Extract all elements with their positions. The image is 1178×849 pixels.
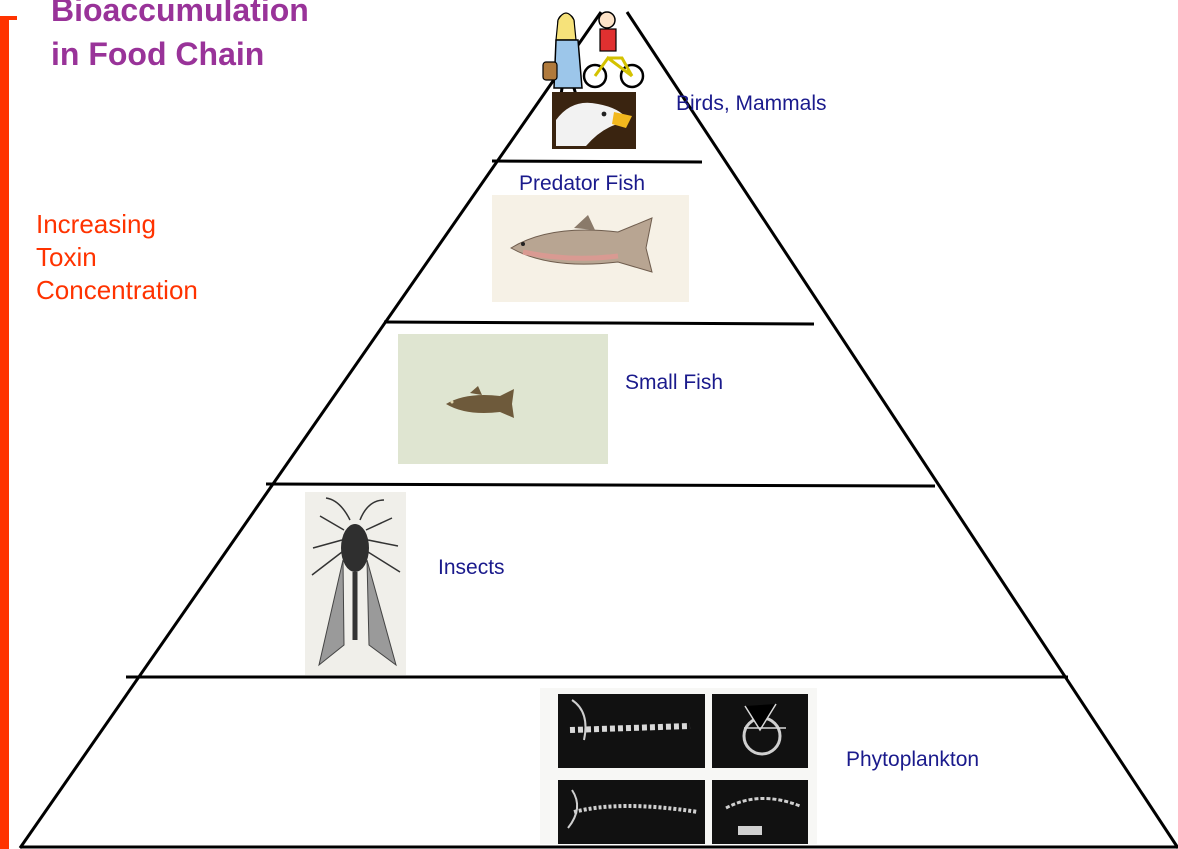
tier-divider-2	[384, 322, 814, 324]
title-line-2: in Food Chain	[51, 36, 264, 72]
level-label-phytoplankton: Phytoplankton	[846, 748, 979, 772]
accent-bar	[0, 16, 9, 849]
increasing-toxin-label: Increasing Toxin Concentration	[36, 208, 198, 307]
diagram-title: Bioaccumulation in Food Chain	[51, 0, 309, 76]
level-label-small-fish: Small Fish	[625, 371, 723, 395]
eagle-image	[552, 92, 636, 149]
phytoplankton-image	[540, 688, 817, 844]
insect-image	[305, 492, 406, 675]
side-label-line-3: Concentration	[36, 274, 198, 307]
tier-divider-1	[492, 161, 702, 162]
side-label-line-2: Toxin	[36, 241, 198, 274]
tier-divider-3	[266, 484, 935, 486]
small-fish-image	[398, 334, 608, 464]
side-label-line-1: Increasing	[36, 208, 198, 241]
level-label-birds-mammals: Birds, Mammals	[676, 92, 827, 116]
level-label-predator-fish: Predator Fish	[519, 172, 645, 196]
title-line-1: Bioaccumulation	[51, 0, 309, 28]
accent-bar-tick	[0, 16, 17, 20]
level-label-insects: Insects	[438, 556, 505, 580]
predator-fish-image	[492, 195, 689, 302]
